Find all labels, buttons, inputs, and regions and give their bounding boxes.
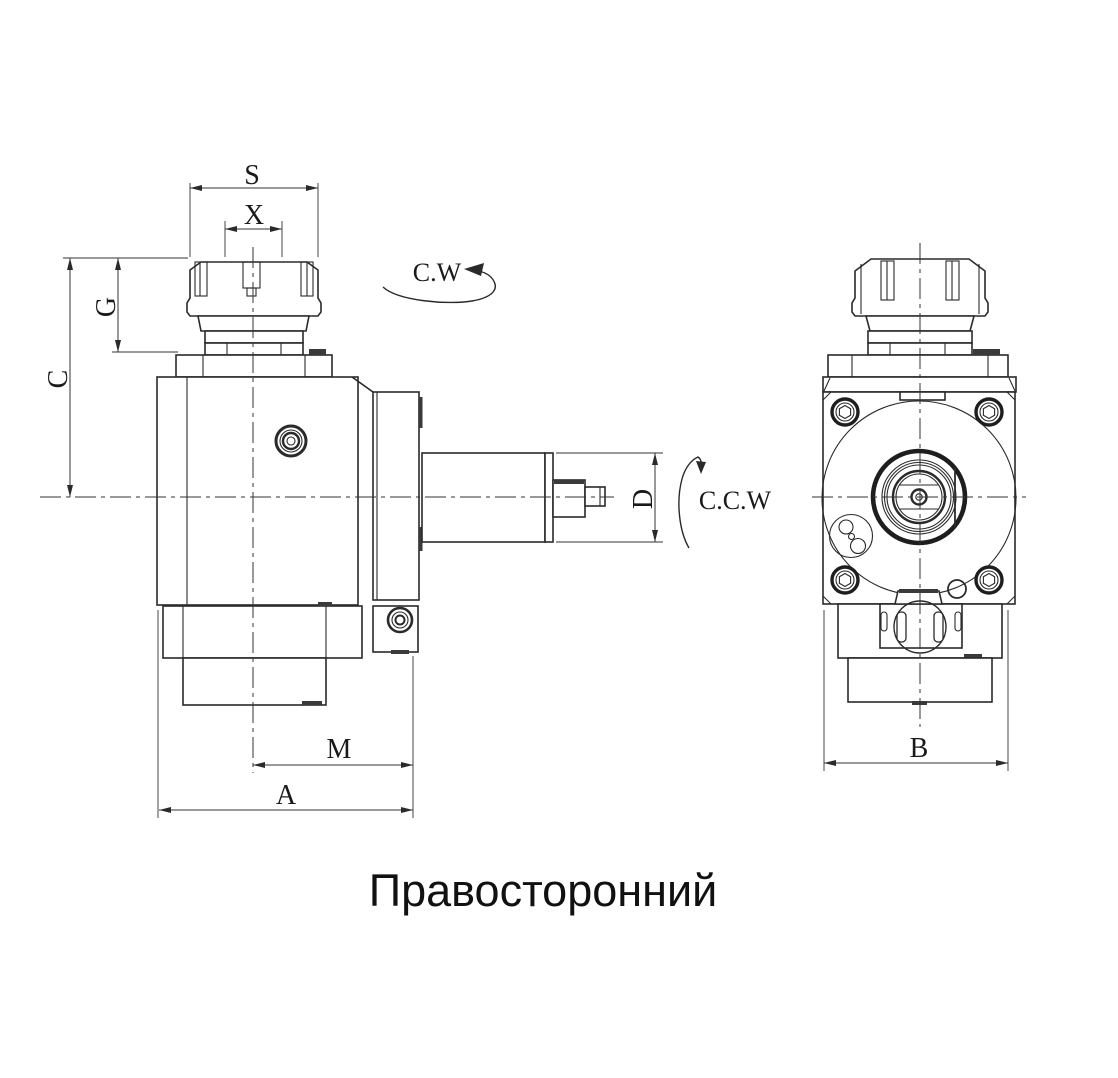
clamp-dog-side xyxy=(973,349,1000,355)
bottom-flange-front xyxy=(162,602,363,706)
dim-label-m: M xyxy=(327,734,352,765)
hex-socket-icon xyxy=(982,404,996,420)
corner-bolt-bottom-left xyxy=(830,565,860,595)
dimension-x: X xyxy=(224,200,283,257)
counter-clockwise-rotation: C.C.W xyxy=(678,456,772,549)
rotation-arrows: C.W C.C.W xyxy=(382,258,772,549)
clamp-screw xyxy=(386,606,414,634)
hex-socket-icon xyxy=(838,572,852,588)
clamp-block xyxy=(372,605,419,654)
dim-label-a: A xyxy=(276,780,297,811)
dimension-c: C xyxy=(43,257,188,497)
face-plate xyxy=(821,391,1017,605)
corner-bolt-top-left xyxy=(830,397,860,427)
rotation-label-ccw: C.C.W xyxy=(699,486,772,515)
dim-label-s: S xyxy=(244,160,260,191)
clamp-dog-front xyxy=(309,349,326,355)
ccw-arrowhead-icon xyxy=(696,461,706,474)
dim-label-c: C xyxy=(43,370,74,389)
centerlines xyxy=(40,243,1026,773)
corner-bolt-top-right xyxy=(974,397,1004,427)
gear-housing-body xyxy=(156,376,374,606)
alignment-tab xyxy=(893,590,944,605)
side-cover-plate xyxy=(372,391,423,601)
dimension-b: B xyxy=(823,610,1009,771)
dimension-a: A xyxy=(157,610,413,818)
cw-arrowhead-icon xyxy=(464,263,484,276)
top-key-notch xyxy=(899,391,946,401)
hex-socket-icon xyxy=(838,404,852,420)
collet-nut-front xyxy=(186,261,322,317)
clockwise-rotation: C.W xyxy=(382,258,497,304)
pin-hole xyxy=(947,579,967,599)
front-view xyxy=(156,261,606,706)
dim-label-d: D xyxy=(628,489,659,509)
dimension-m: M xyxy=(253,656,414,818)
collet-slot-left xyxy=(194,261,208,297)
vdi-shank-front xyxy=(182,657,327,706)
dim-label-g: G xyxy=(91,297,122,317)
dimensions: S X C G D M xyxy=(43,160,1009,818)
caption: Правосторонний xyxy=(369,865,718,916)
dimension-d: D xyxy=(556,452,663,543)
shaft-step xyxy=(552,479,586,518)
dimension-g: G xyxy=(91,258,178,353)
hex-socket-icon xyxy=(982,572,996,588)
set-screw-boss xyxy=(274,424,308,458)
coolant-port-boss xyxy=(828,513,874,559)
dim-label-x: X xyxy=(244,200,264,231)
dimension-s: S xyxy=(189,160,319,257)
corner-bolt-bottom-right xyxy=(974,565,1004,595)
rotation-label-cw: C.W xyxy=(413,258,462,287)
side-view xyxy=(821,258,1017,705)
dim-label-b: B xyxy=(910,733,929,764)
